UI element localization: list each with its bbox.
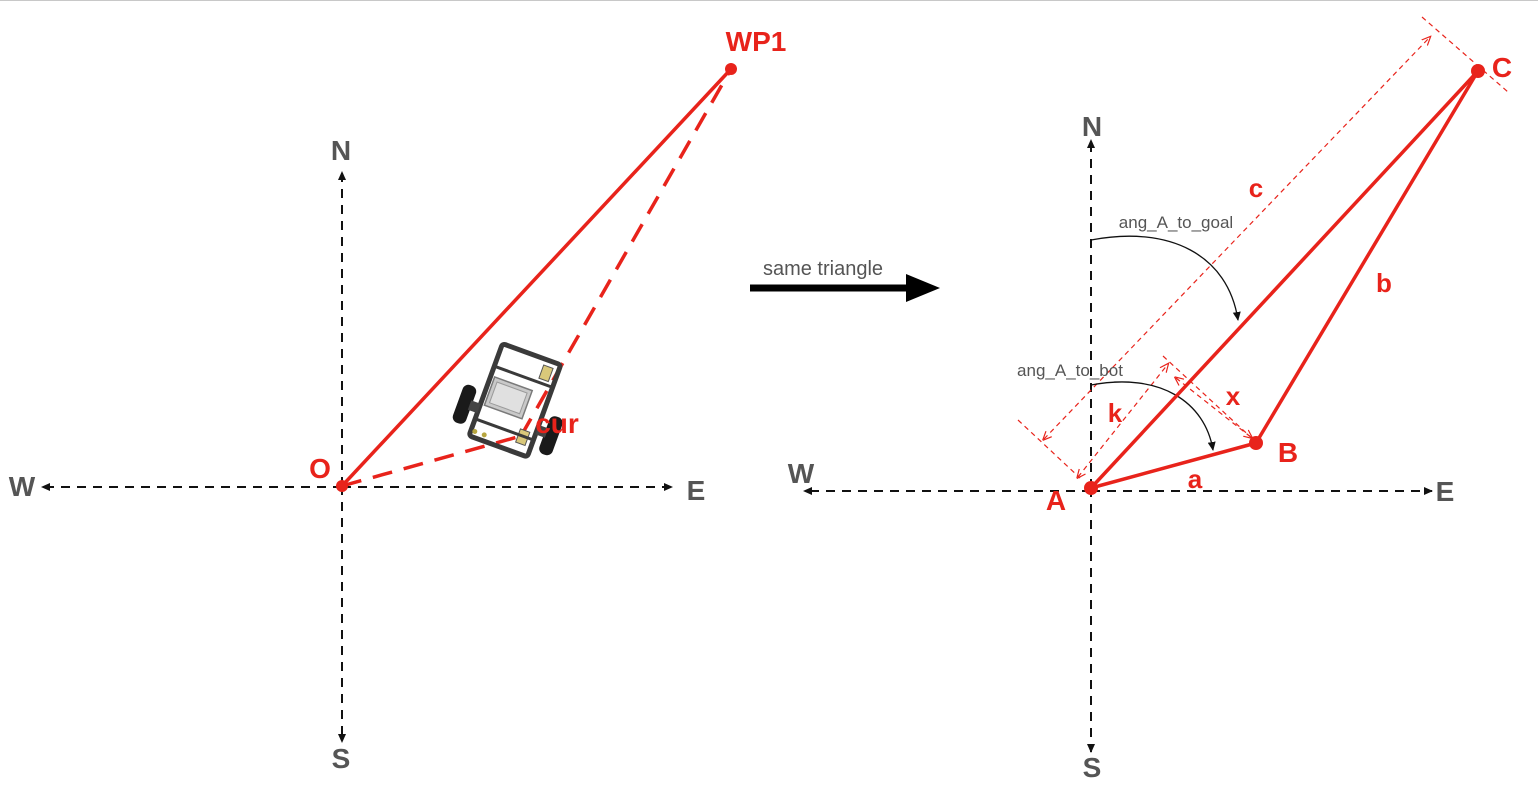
vertex-b [1249, 436, 1263, 450]
side-b-label: b [1376, 268, 1392, 298]
origin-label: O [309, 453, 331, 484]
ang-a-to-goal-label: ang_A_to_goal [1119, 213, 1233, 232]
vertex-a-label: A [1046, 485, 1066, 516]
vertex-a [1084, 481, 1098, 495]
top-border [0, 0, 1538, 1]
right-east-label: E [1436, 476, 1455, 507]
ang-a-to-bot-label: ang_A_to_bot [1017, 361, 1123, 380]
right-arrow-icon [750, 274, 940, 302]
projection-foot-line [1162, 355, 1257, 443]
waypoint-point [725, 63, 737, 75]
transition-label: same triangle [763, 258, 883, 280]
origin-to-waypoint-line [340, 67, 733, 488]
right-diagram: N S W E ang_A_to_goal ang_A_to_bot A B C… [788, 16, 1512, 783]
c-extension-lower [1017, 419, 1081, 479]
side-a-label: a [1188, 464, 1203, 494]
c-extension-upper [1421, 16, 1509, 93]
transition: same triangle [750, 258, 940, 302]
ang-a-to-goal-arc [1090, 235, 1241, 321]
x-dimension [1176, 378, 1252, 438]
x-label: x [1226, 381, 1241, 411]
origin-point [336, 480, 348, 492]
left-south-label: S [332, 743, 351, 774]
projection-construction [1017, 16, 1509, 479]
right-north-label: N [1082, 111, 1102, 142]
k-dimension [1078, 364, 1168, 477]
side-c-line [1089, 69, 1480, 490]
right-south-label: S [1083, 752, 1102, 783]
ang-a-to-bot-arc [1090, 381, 1216, 451]
robot-car-icon [452, 341, 563, 459]
left-west-label: W [9, 471, 36, 502]
side-a-line [1090, 441, 1257, 490]
current-label: cur [535, 408, 579, 439]
vertex-b-label: B [1278, 437, 1298, 468]
right-west-label: W [788, 458, 815, 489]
waypoint-label: WP1 [726, 26, 787, 57]
side-b-line [1254, 70, 1480, 444]
vertex-c [1471, 64, 1485, 78]
k-label: k [1108, 398, 1123, 428]
left-diagram: N S W E O WP1 cur [9, 26, 787, 774]
vertex-c-label: C [1492, 52, 1512, 83]
left-north-label: N [331, 135, 351, 166]
left-compass-axes [41, 171, 673, 743]
left-east-label: E [687, 475, 706, 506]
side-c-label: c [1249, 173, 1263, 203]
